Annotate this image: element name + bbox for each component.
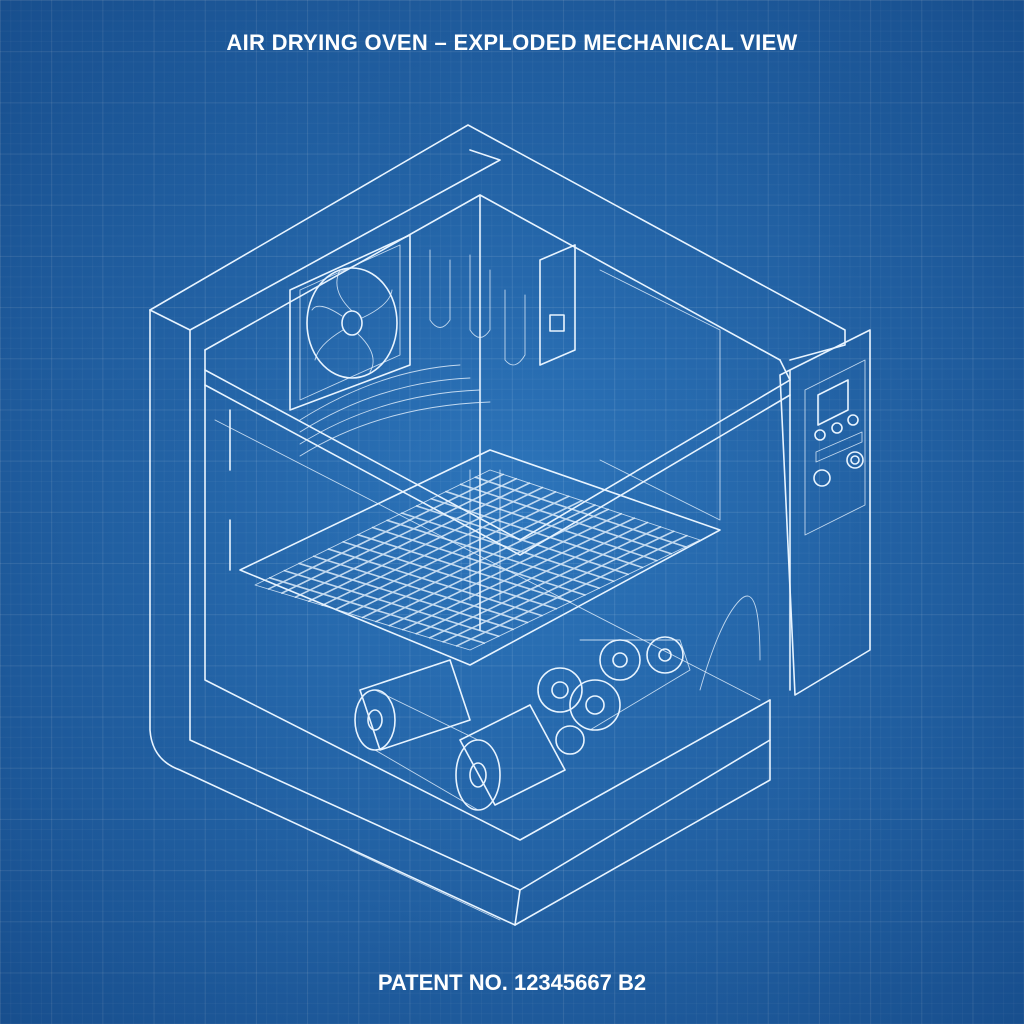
drive-motor (354, 659, 566, 811)
mesh-wire (386, 519, 601, 589)
fan-icon (289, 234, 411, 411)
door-latch (539, 244, 576, 366)
back-panel (599, 269, 721, 521)
control-panel (779, 329, 871, 696)
mesh-wire (442, 530, 675, 643)
mesh-wire (402, 517, 636, 631)
mesh-wire (430, 497, 644, 569)
heating-element (299, 249, 526, 457)
mesh-wire (455, 534, 688, 647)
mesh-wire (445, 490, 658, 562)
mesh-wire (474, 476, 687, 548)
mesh-wire (361, 504, 596, 619)
mesh-wire (375, 508, 609, 623)
mesh-wire (415, 505, 629, 576)
mesh-wire (428, 526, 662, 639)
diagram-title: AIR DRYING OVEN – EXPLODED MECHANICAL VI… (226, 30, 798, 55)
mesh-wire (459, 483, 673, 555)
mesh-wire (415, 521, 649, 635)
gear-train (537, 595, 761, 755)
wire-mesh-tray (239, 449, 721, 666)
mesh-wire (401, 512, 615, 583)
cabinet-frame (149, 124, 846, 926)
mesh-wire (388, 512, 623, 627)
patent-number: PATENT NO. 12345667 B2 (377, 970, 647, 995)
